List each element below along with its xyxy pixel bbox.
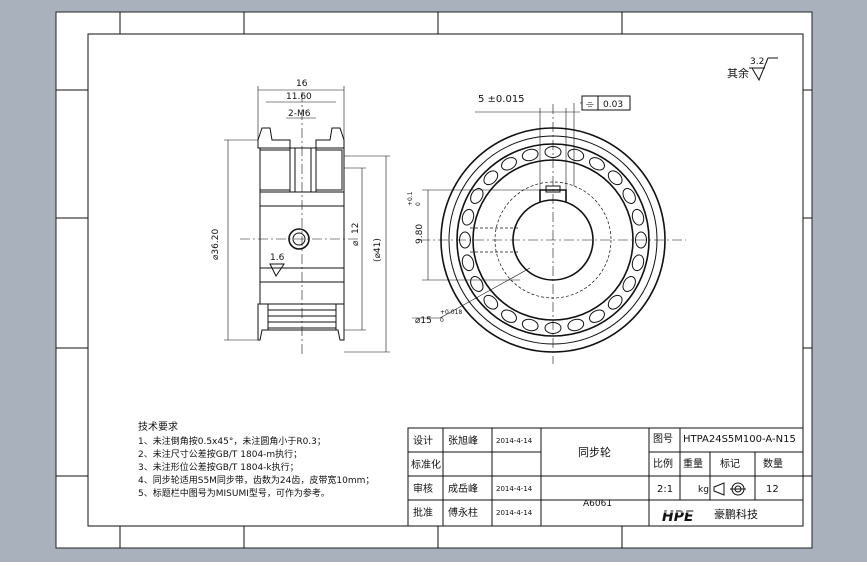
pulley-tooth (521, 318, 539, 332)
roughness-value: 1.6 (270, 253, 285, 263)
finish-label: 其余 (727, 66, 749, 80)
dim-thread: 2-M6 (288, 109, 311, 119)
dim-hub-width: 11.60 (286, 92, 312, 102)
dim-key-depth: 9.80 (415, 224, 425, 244)
pulley-tooth (470, 276, 484, 292)
note-line: 2、未注尺寸公差按GB/T 1804-m执行； (138, 448, 302, 460)
dim-shaft-lower: 0 (440, 317, 444, 324)
pulley-tooth (501, 309, 517, 323)
dim-shaft-dia: ⌀15 (415, 316, 432, 326)
tb-name: 张旭峰 (448, 435, 478, 447)
technical-notes: 技术要求 1、未注倒角按0.5x45°，未注圆角小于R0.3； 2、未注尺寸公差… (138, 420, 374, 499)
tb-drawing-no-label: 图号 (653, 433, 673, 445)
dim-ref-dia: (⌀41) (373, 238, 383, 262)
title-block: 设计 张旭峰 2014-4-14 标准化 审核 成岳峰 2014-4-14 批准… (407, 427, 804, 527)
tb-header-weight: 重量 (683, 457, 703, 470)
tb-name: 成岳峰 (448, 483, 478, 495)
tb-qty-value: 12 (766, 484, 779, 495)
tb-date: 2014-4-14 (496, 485, 533, 493)
pulley-tooth (589, 157, 605, 171)
pulley-tooth (635, 231, 647, 249)
dim-key-depth-lower: 0 (415, 202, 422, 206)
dim-key-width: 5 ±0.015 (478, 94, 525, 105)
tb-header-scale: 比例 (653, 457, 673, 470)
tb-role: 标准化 (411, 458, 441, 471)
dim-bore-symbol: ⌀ (351, 240, 361, 246)
pulley-tooth (501, 157, 517, 171)
finish-value: 3.2 (750, 57, 764, 67)
note-line: 5、标题栏中图号为MISUMI型号，可作为参考。 (138, 487, 330, 499)
note-line: 4、同步轮适用S5M同步带，齿数为24齿，皮带宽10mm； (138, 474, 374, 486)
pulley-tooth (589, 309, 605, 323)
notes-title: 技术要求 (138, 420, 178, 433)
symmetry-tolerance: 0.03 (603, 100, 623, 110)
tb-company: 豪鹏科技 (714, 507, 758, 521)
pulley-tooth (461, 208, 475, 226)
pulley-tooth (622, 188, 636, 204)
pulley-tooth (631, 208, 645, 226)
note-line: 3、未注形位公差按GB/T 1804-k执行； (138, 461, 299, 473)
tb-role: 审核 (413, 482, 433, 495)
tb-role: 批准 (413, 506, 433, 519)
symmetry-symbol: ⌯ (586, 99, 594, 110)
company-logo: HPE (660, 509, 700, 525)
projection-symbol-icon (713, 482, 746, 496)
frame-zone-ticks (56, 12, 812, 548)
pulley-tooth (607, 294, 623, 310)
tb-date: 2014-4-14 (496, 509, 533, 517)
side-section-view: 16 11.60 2-M6 ⌀36.20 ⌀ 12 (⌀41) 1.6 (211, 79, 390, 356)
pulley-tooth (622, 276, 636, 292)
tb-date: 2014-4-14 (496, 437, 533, 445)
dim-outer-dia: ⌀36.20 (211, 229, 221, 260)
surface-finish-mark: 其余 3.2 (727, 57, 778, 82)
pulley-tooth (470, 188, 484, 204)
pulley-tooth (567, 318, 585, 332)
note-line: 1、未注倒角按0.5x45°，未注圆角小于R0.3； (138, 435, 326, 447)
logo-text: HPE (662, 509, 694, 525)
dim-key-depth-upper: +0.1 (407, 191, 414, 206)
dim-overall-width: 16 (296, 79, 308, 89)
dim-shaft-upper: +0.018 (440, 309, 462, 316)
pulley-tooth (631, 254, 645, 272)
tb-material: A6061 (583, 499, 612, 509)
tooth-ring (459, 146, 647, 334)
tb-header-mark: 标记 (720, 458, 740, 470)
tb-name: 傅永柱 (448, 506, 478, 519)
pulley-tooth (567, 148, 585, 162)
pulley-tooth (521, 148, 539, 162)
tb-header-qty: 数量 (763, 457, 783, 470)
tb-scale-value: 2:1 (657, 484, 673, 495)
dim-bore-value: 12 (351, 223, 361, 234)
tb-part-name: 同步轮 (578, 445, 611, 459)
pulley-tooth (483, 294, 499, 310)
front-view: 5 ±0.015 ⌯ 0.03 9.80 +0.1 0 ⌀15 +0.018 0 (407, 94, 686, 364)
symmetry-tolerance-frame: ⌯ 0.03 (573, 95, 631, 186)
pulley-tooth (483, 170, 499, 186)
tb-drawing-no: HTPA24S5M100-A-N15 (683, 434, 796, 445)
tb-weight-unit: kg (698, 485, 709, 495)
pulley-tooth (461, 254, 475, 272)
pulley-tooth (607, 170, 623, 186)
tb-role: 设计 (413, 434, 433, 447)
